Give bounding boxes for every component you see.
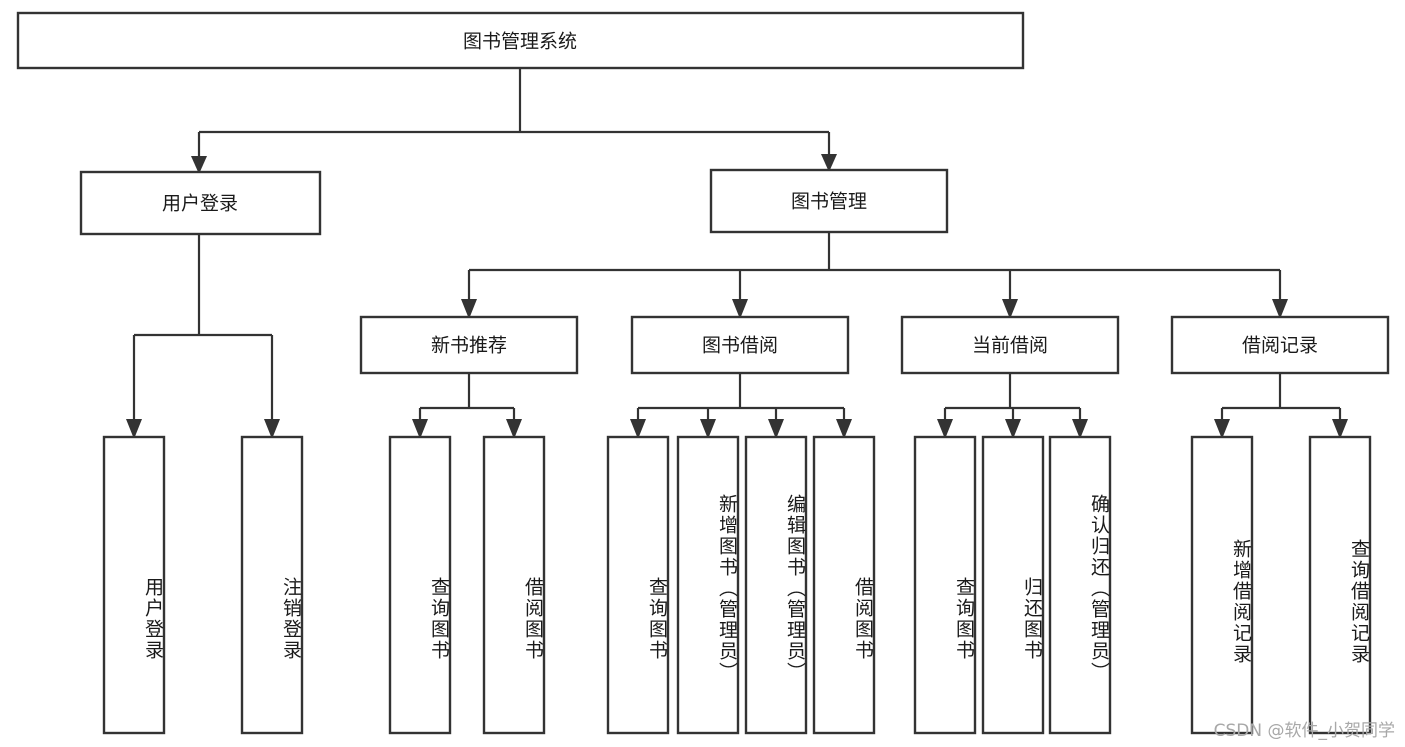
arrowhead-book-manage: [821, 154, 837, 172]
csdn-watermark: CSDN @软件_小贺同学: [1213, 721, 1395, 741]
arrowhead-leaf-confirm-return: [1072, 419, 1088, 439]
arrowhead-leaf-add-book: [700, 419, 716, 439]
leaf-box-return-book[interactable]: [981, 435, 1045, 735]
node-book-borrow-label: 图书借阅: [702, 335, 778, 357]
arrowhead-leaf-logout: [264, 419, 280, 439]
node-user-login-label: 用户登录: [162, 193, 238, 215]
arrowhead-leaf-query-record: [1332, 419, 1348, 439]
node-new-book-rec-box[interactable]: [359, 315, 579, 375]
node-current-borrow[interactable]: 当前借阅: [900, 315, 1120, 375]
arrowhead-user-login: [191, 156, 207, 174]
leaf-box-query-book-1[interactable]: [388, 435, 452, 735]
leaf-box-add-record[interactable]: [1190, 435, 1254, 735]
arrowhead-borrow-record: [1272, 299, 1288, 319]
arrowhead-leaf-add-record: [1214, 419, 1230, 439]
leaf-box-confirm-return[interactable]: [1048, 435, 1112, 735]
arrowhead-leaf-borrow-book-1: [506, 419, 522, 439]
node-book-borrow[interactable]: 图书借阅: [630, 315, 850, 375]
node-new-book-rec-label: 新书推荐: [431, 335, 507, 357]
node-borrow-record-label: 借阅记录: [1242, 335, 1318, 357]
arrowhead-book-borrow: [732, 299, 748, 319]
leaf-box-query-book-3[interactable]: [913, 435, 977, 735]
node-current-borrow-label: 当前借阅: [972, 335, 1048, 357]
node-current-borrow-box[interactable]: [900, 315, 1120, 375]
node-root-box[interactable]: [16, 11, 1025, 70]
arrowhead-leaf-return-book: [1005, 419, 1021, 439]
node-book-manage[interactable]: 图书管理: [709, 168, 949, 234]
node-root[interactable]: 图书管理系统: [16, 11, 1025, 70]
arrowhead-leaf-borrow-book-2: [836, 419, 852, 439]
node-new-book-rec[interactable]: 新书推荐: [359, 315, 579, 375]
node-book-manage-label: 图书管理: [791, 191, 867, 213]
node-book-borrow-box[interactable]: [630, 315, 850, 375]
arrowhead-leaf-edit-book: [768, 419, 784, 439]
leaf-box-logout[interactable]: [240, 435, 304, 735]
connector-layer: [126, 68, 1348, 439]
leaf-box-query-book-2[interactable]: [606, 435, 670, 735]
arrowhead-current-borrow: [1002, 299, 1018, 319]
node-user-login-box[interactable]: [79, 170, 322, 236]
leaf-box-layer: [102, 435, 1372, 735]
node-borrow-record-box[interactable]: [1170, 315, 1390, 375]
node-user-login[interactable]: 用户登录: [79, 170, 322, 236]
leaf-box-add-book[interactable]: [676, 435, 740, 735]
leaf-box-user-login[interactable]: [102, 435, 166, 735]
node-root-label: 图书管理系统: [463, 31, 577, 53]
leaf-box-query-record[interactable]: [1308, 435, 1372, 735]
leaf-box-borrow-book-2[interactable]: [812, 435, 876, 735]
node-book-manage-box[interactable]: [709, 168, 949, 234]
arrowhead-leaf-query-book-1: [412, 419, 428, 439]
arrowhead-leaf-user-login: [126, 419, 142, 439]
leaf-box-edit-book[interactable]: [744, 435, 808, 735]
node-borrow-record[interactable]: 借阅记录: [1170, 315, 1390, 375]
arrowhead-leaf-query-book-2: [630, 419, 646, 439]
leaf-box-borrow-book-1[interactable]: [482, 435, 546, 735]
arrowhead-leaf-query-book-3: [937, 419, 953, 439]
arrowhead-new-book-rec: [461, 299, 477, 319]
